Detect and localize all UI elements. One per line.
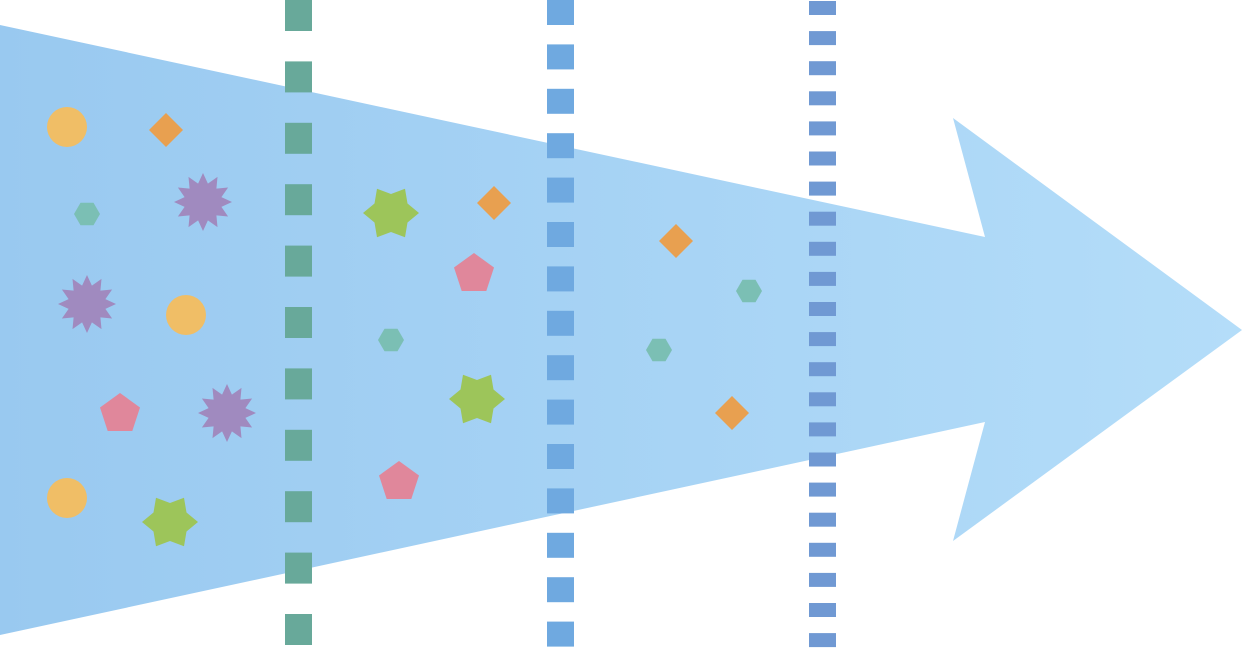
filter-segment	[809, 31, 836, 46]
filter-segment	[547, 399, 574, 425]
filter-lines	[285, 0, 836, 648]
pentagon-particle	[454, 253, 494, 291]
hexagon-particle	[74, 202, 100, 226]
pentagon-particle	[379, 461, 419, 499]
filter-3	[809, 1, 836, 648]
star6-particle	[449, 374, 505, 424]
filter-segment	[285, 368, 312, 400]
filter-segment	[547, 621, 574, 647]
filter-segment	[809, 61, 836, 76]
circle-particle	[166, 295, 206, 335]
filter-segment	[809, 332, 836, 347]
hexagon-particle	[736, 279, 762, 303]
filter-segment	[547, 488, 574, 514]
filter-segment	[547, 444, 574, 469]
filter-segment	[809, 91, 836, 106]
filter-segment	[809, 1, 836, 15]
filter-segment	[809, 271, 836, 286]
filter-segment	[809, 181, 836, 196]
diamond-particle	[477, 186, 511, 220]
filter-segment	[285, 184, 312, 216]
filter-segment	[809, 392, 836, 407]
filter-segment	[547, 44, 574, 70]
filter-segment	[809, 572, 836, 587]
filter-segment	[809, 422, 836, 437]
filter-segment	[547, 0, 574, 25]
filter-segment	[285, 307, 312, 338]
circle-particle	[47, 478, 87, 518]
filter-2	[547, 0, 574, 647]
particles	[47, 107, 762, 547]
filter-segment	[285, 429, 312, 461]
diamond-particle	[659, 224, 693, 258]
filter-segment	[809, 482, 836, 497]
filter-segment	[809, 241, 836, 256]
filter-segment	[809, 121, 836, 136]
filter-segment	[547, 310, 574, 336]
filter-segment	[285, 614, 312, 645]
filter-segment	[285, 552, 312, 584]
star12-particle	[174, 173, 232, 231]
filter-segment	[547, 532, 574, 558]
filter-segment	[285, 122, 312, 154]
filter-segment	[547, 355, 574, 381]
diamond-particle	[715, 396, 749, 430]
filter-segment	[547, 266, 574, 292]
filter-segment	[285, 61, 312, 93]
star12-particle	[58, 275, 116, 333]
hexagon-particle	[646, 338, 672, 362]
filter-segment	[809, 512, 836, 527]
filter-segment	[285, 491, 312, 523]
filter-segment	[809, 452, 836, 467]
star6-particle	[142, 497, 198, 547]
filter-segment	[809, 151, 836, 166]
circle-particle	[47, 107, 87, 147]
filter-segment	[547, 133, 574, 159]
filter-segment	[809, 362, 836, 377]
filter-1	[285, 0, 312, 645]
diamond-particle	[149, 113, 183, 147]
filter-segment	[285, 245, 312, 277]
filter-segment	[809, 211, 836, 226]
star6-particle	[363, 188, 419, 238]
filter-segment	[809, 633, 836, 648]
filter-segment	[809, 603, 836, 617]
filter-segment	[285, 0, 312, 31]
star12-particle	[198, 384, 256, 442]
filter-segment	[547, 177, 574, 203]
filter-segment	[547, 577, 574, 603]
hexagon-particle	[378, 328, 404, 352]
filter-segment	[547, 222, 574, 247]
pentagon-particle	[100, 393, 140, 431]
filter-segment	[809, 542, 836, 557]
filter-segment	[547, 88, 574, 114]
filter-segment	[809, 302, 836, 316]
flow-arrow	[0, 25, 1242, 635]
